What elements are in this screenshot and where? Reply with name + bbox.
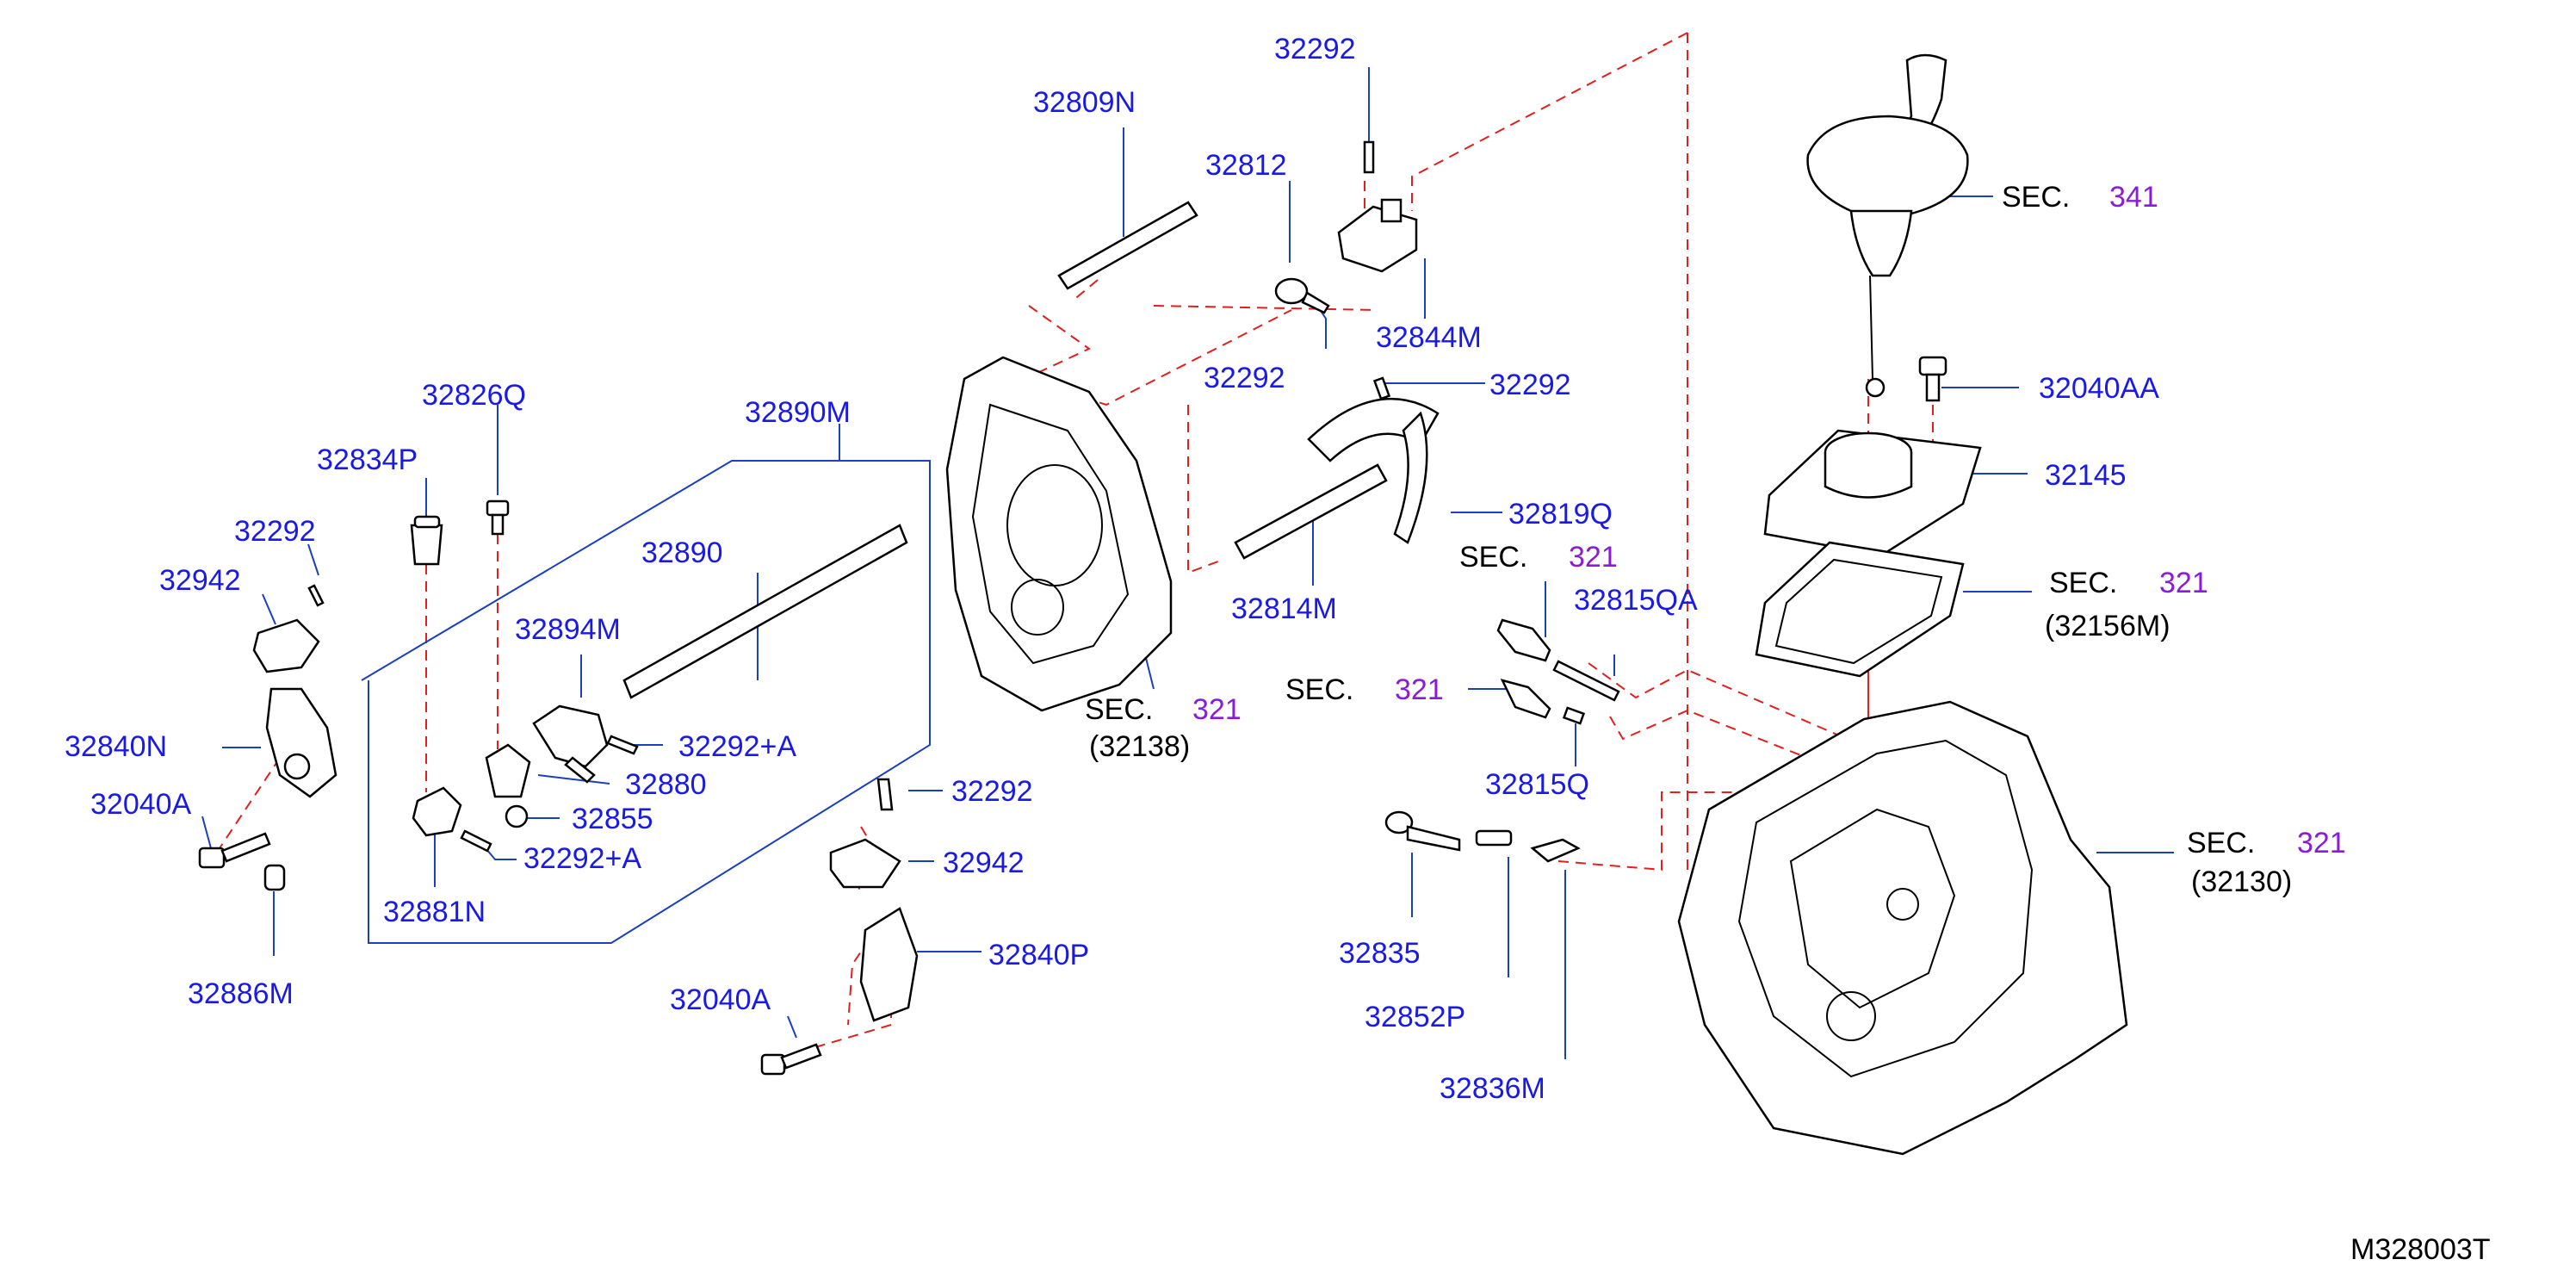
- bracket-32942-left-icon: [252, 584, 325, 673]
- part-label-32886m[interactable]: 32886M: [188, 977, 294, 1010]
- part-label-32844m[interactable]: 32844M: [1376, 321, 1482, 354]
- section-ref-321-32130[interactable]: SEC. 321 (32130): [2187, 827, 2346, 898]
- bolt-32040aa-icon: [1918, 356, 1947, 402]
- section-ref-321-32156m[interactable]: SEC. 321 (32156M): [2045, 567, 2208, 642]
- bushing-32886m-icon: [263, 864, 286, 891]
- lever-32840n-icon: [265, 687, 337, 798]
- section-label: SEC.: [2187, 827, 2255, 859]
- part-label-32890[interactable]: 32890: [641, 537, 723, 569]
- shift-base-plate-icon: [1763, 429, 1982, 557]
- part-label-32145[interactable]: 32145: [2045, 459, 2127, 492]
- part-label-32835[interactable]: 32835: [1339, 937, 1421, 970]
- bracket-32812-icon: [1274, 277, 1330, 314]
- section-number[interactable]: 321: [1569, 541, 1618, 574]
- bolt-32040a-left-icon: [198, 832, 271, 869]
- part-label-32942-left[interactable]: 32942: [159, 564, 241, 597]
- leader-lines: [201, 67, 2174, 1059]
- part-label-32819q[interactable]: 32819Q: [1508, 498, 1613, 530]
- section-number[interactable]: 321: [1192, 693, 1242, 726]
- section-label: SEC.: [2049, 567, 2117, 599]
- shift-rod-32809n-icon: [1057, 201, 1198, 290]
- part-label-32040aa[interactable]: 32040AA: [2039, 372, 2159, 405]
- intermediate-case-icon: [945, 356, 1173, 712]
- section-ref-321-b[interactable]: SEC. 321: [1285, 673, 1444, 706]
- section-number[interactable]: 321: [1395, 673, 1444, 706]
- bracket-32942-lower-icon: [829, 838, 901, 889]
- part-label-32826q[interactable]: 32826Q: [422, 379, 526, 412]
- part-label-32292a-1[interactable]: 32292+A: [678, 730, 796, 763]
- part-label-32894m[interactable]: 32894M: [515, 613, 621, 646]
- part-label-32292-low[interactable]: 32292: [951, 775, 1033, 808]
- lever-32840p-icon: [859, 907, 919, 1022]
- part-label-32809n[interactable]: 32809N: [1033, 86, 1136, 119]
- part-label-32880[interactable]: 32880: [625, 768, 707, 801]
- part-label-32812[interactable]: 32812: [1205, 149, 1287, 182]
- part-labels: 32809N 32292 32812 32844M 32292 32292 32…: [65, 33, 2159, 1105]
- part-label-32815qa[interactable]: 32815QA: [1574, 584, 1698, 617]
- fork-32894m-icon: [532, 704, 609, 784]
- diagram-code: M328003T: [2350, 1233, 2491, 1266]
- part-label-32815q[interactable]: 32815Q: [1485, 768, 1589, 801]
- part-label-32292-fork[interactable]: 32292: [1489, 369, 1571, 401]
- plug-32834p-icon: [410, 515, 443, 566]
- shift-fork-32819q-icon: [1307, 376, 1440, 544]
- fork-32880-icon: [485, 743, 531, 798]
- part-label-32292-top[interactable]: 32292: [1274, 33, 1356, 65]
- switch-32815q-icon: [1496, 618, 1620, 725]
- section-label: SEC.: [1285, 673, 1353, 706]
- section-number[interactable]: 321: [2297, 827, 2346, 859]
- section-ref-341[interactable]: SEC. 341: [2002, 181, 2158, 214]
- shift-bracket-32844m-icon: [1337, 140, 1418, 273]
- transmission-case-icon: [1677, 700, 2128, 1156]
- part-label-32292a-2[interactable]: 32292+A: [523, 842, 641, 875]
- section-number[interactable]: 321: [2159, 567, 2208, 599]
- bolt-32040a-lower-icon: [760, 1043, 822, 1076]
- section-label: SEC.: [1459, 541, 1527, 574]
- gasket-icon: [1755, 541, 1965, 678]
- reverse-lamp-switch-icon: [1384, 810, 1581, 863]
- section-subref: (32130): [2191, 865, 2292, 898]
- part-label-32855[interactable]: 32855: [572, 803, 653, 835]
- shift-lever-icon: [1806, 53, 1969, 398]
- shift-rod-32890-icon: [622, 524, 908, 699]
- section-number[interactable]: 341: [2109, 181, 2158, 214]
- bolt-32826q-icon: [486, 499, 510, 536]
- part-label-32890m[interactable]: 32890M: [745, 396, 851, 429]
- section-references: SEC. 341 SEC. 321 SEC. 321 SEC. 321 (321…: [1085, 181, 2346, 898]
- part-label-32814m[interactable]: 32814M: [1231, 592, 1337, 625]
- pin-32855-icon: [460, 735, 639, 853]
- bracket-32881n-icon: [412, 786, 462, 837]
- part-label-32942-low[interactable]: 32942: [943, 847, 1025, 879]
- part-label-32840n[interactable]: 32840N: [65, 730, 167, 763]
- part-label-32292-left[interactable]: 32292: [234, 515, 316, 548]
- part-label-32881n[interactable]: 32881N: [383, 896, 486, 928]
- section-subref: (32156M): [2045, 610, 2170, 642]
- part-label-32040a-left[interactable]: 32040A: [90, 788, 192, 821]
- part-label-32292-mid[interactable]: 32292: [1204, 362, 1285, 394]
- part-label-32834p[interactable]: 32834P: [317, 444, 418, 476]
- section-label: SEC.: [1085, 693, 1153, 726]
- pin-32292-lower-icon: [876, 778, 894, 811]
- part-label-32840p[interactable]: 32840P: [988, 939, 1089, 971]
- section-label: SEC.: [2002, 181, 2070, 214]
- part-label-32836m[interactable]: 32836M: [1440, 1072, 1545, 1105]
- part-label-32040a-low[interactable]: 32040A: [670, 983, 771, 1016]
- section-ref-321-a[interactable]: SEC. 321: [1459, 541, 1618, 574]
- section-subref: (32138): [1089, 730, 1190, 763]
- section-ref-321-32138[interactable]: SEC. 321 (32138): [1085, 693, 1242, 763]
- shift-rod-32814m-icon: [1234, 463, 1388, 560]
- part-label-32852p[interactable]: 32852P: [1365, 1001, 1465, 1033]
